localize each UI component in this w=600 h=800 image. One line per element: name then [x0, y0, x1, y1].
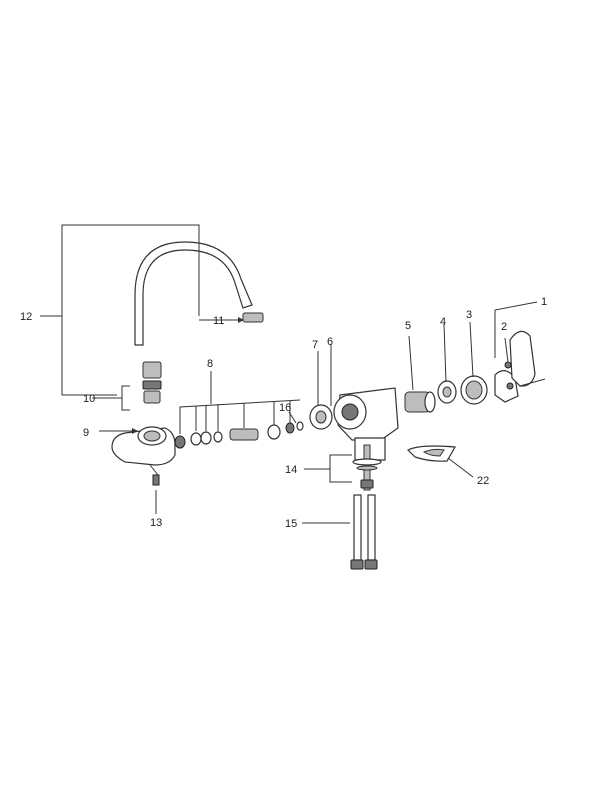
- callout-1: 1: [541, 296, 547, 308]
- callout-6: 6: [327, 336, 333, 348]
- callout-9: 9: [83, 427, 89, 439]
- handle-lever-part: [494, 330, 546, 403]
- faucet-body-part: [111, 426, 176, 476]
- callout-5: 5: [405, 320, 411, 332]
- callout-22: 22: [477, 475, 489, 487]
- cartridge-part: [404, 391, 436, 413]
- callout-8: 8: [207, 358, 213, 370]
- o-ring-set-part: [174, 421, 304, 449]
- cover-cap-part: [460, 375, 488, 405]
- callout-14: 14: [285, 464, 297, 476]
- callout-labels: 1 2 3 4 5 6 7 8 9 10 11 12 13 14 15 16 2…: [20, 296, 547, 530]
- screw-part: [152, 474, 160, 486]
- callout-15: 15: [285, 518, 297, 530]
- adapter-ring-part: [309, 404, 333, 430]
- mounting-kit-part: [352, 444, 382, 491]
- callout-10: 10: [83, 393, 95, 405]
- callout-3: 3: [466, 309, 472, 321]
- spout-connector-part: [142, 361, 162, 404]
- callout-4: 4: [440, 316, 446, 328]
- callout-11: 11: [213, 315, 224, 327]
- retaining-ring-part: [437, 380, 457, 404]
- callout-2: 2: [501, 321, 507, 333]
- callout-7: 7: [312, 339, 318, 351]
- valve-body-part: [333, 387, 399, 461]
- callout-12: 12: [20, 311, 32, 323]
- grub-screw-part: [504, 361, 512, 369]
- base-plate-part: [406, 445, 456, 462]
- leader-lines: [40, 224, 538, 524]
- callout-13: 13: [150, 517, 162, 529]
- callout-16: 16: [279, 402, 291, 414]
- spout-part: [134, 241, 264, 346]
- supply-hoses-part: [350, 494, 378, 570]
